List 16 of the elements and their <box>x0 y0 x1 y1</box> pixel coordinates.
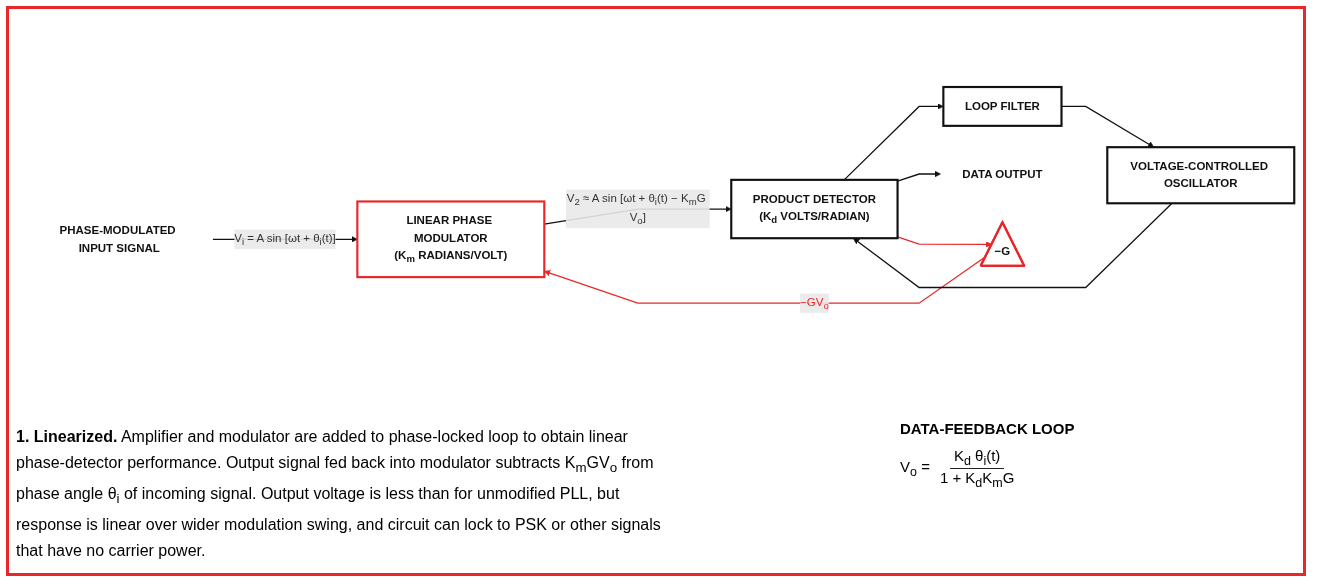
note-label: DATA-FEEDBACK LOOP <box>900 420 1076 437</box>
fraction-numerator: K$_{d}$ θ$_{i}$(t) <box>949 447 1005 469</box>
edge-label: V$_{i}$ = A sin [ωt + θ$_{i}$(t)] <box>234 231 336 247</box>
edge-label: −GV$_{o}$ <box>800 295 829 311</box>
node-text: PHASE-MODULATED INPUT SIGNAL <box>59 224 176 254</box>
arrow <box>896 236 993 248</box>
node-box: PRODUCT DETECTOR (K$_{d}$ VOLTS/RADIAN) <box>730 178 899 240</box>
node-text: DATA OUTPUT <box>962 167 1043 180</box>
node-box: LOOP FILTER <box>942 85 1063 127</box>
node-box: VOLTAGE-CONTROLLED OSCILLATOR <box>1106 146 1296 205</box>
arrow <box>896 170 941 182</box>
formula-label: V$_{o}$ = <box>900 458 930 479</box>
edge-label: V$_{2}$ ≈ A sin [ωt + θ$_{i}$(t) − K$_{m}$G V$_{o}$] <box>566 191 706 227</box>
node-box: LINEAR PHASE MODULATOR (K$_{m}$ RADIANS/VOLT) <box>356 200 546 279</box>
fraction-denominator: 1 + K$_{d}$K$_{m}$G <box>938 469 1016 490</box>
arrow <box>843 103 944 181</box>
